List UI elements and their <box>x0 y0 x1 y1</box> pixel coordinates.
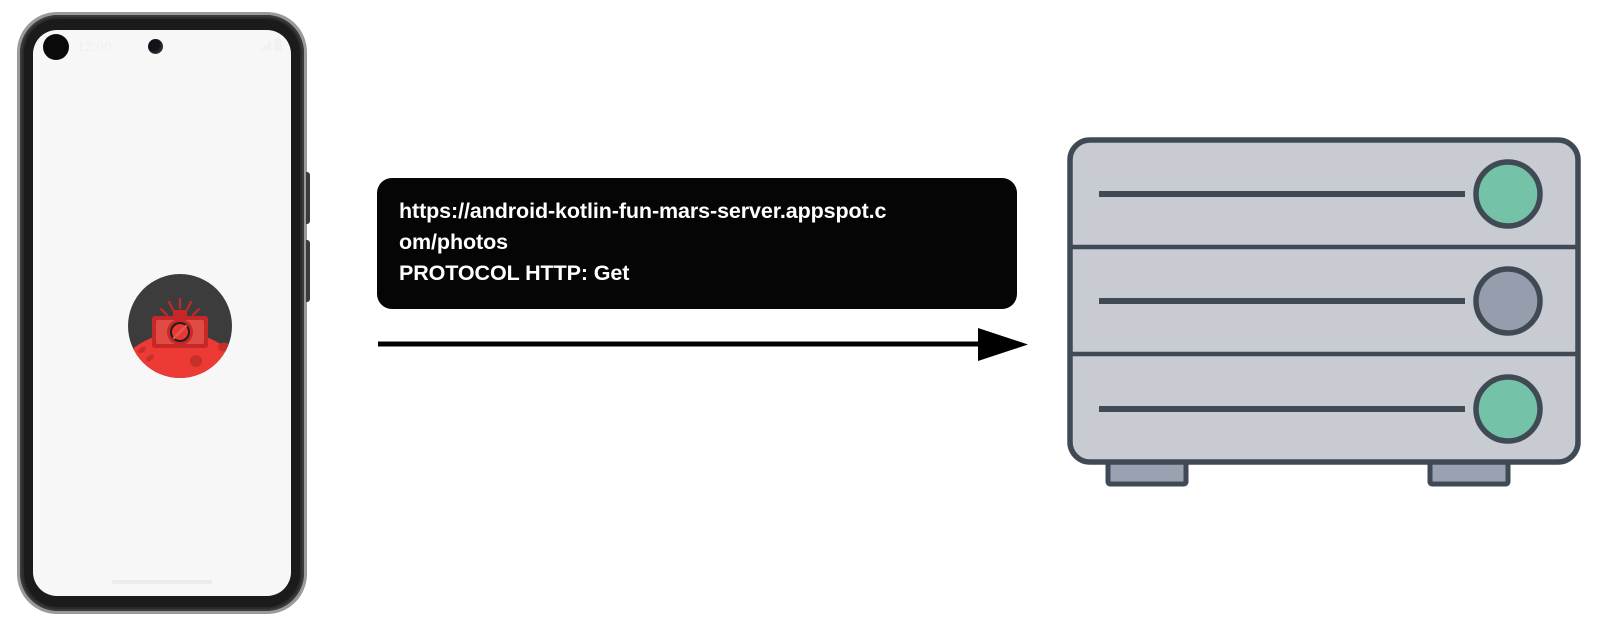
signal-bars-icon <box>260 39 271 51</box>
status-bar-icons <box>260 37 282 51</box>
volume-button[interactable] <box>306 240 310 302</box>
mars-photos-app-logo[interactable] <box>128 274 232 378</box>
home-gesture-indicator[interactable] <box>112 580 212 584</box>
android-phone-mockup: 12:00 <box>17 12 310 614</box>
web-server-illustration <box>1060 128 1588 500</box>
request-arrow <box>378 322 1028 366</box>
battery-icon <box>274 37 282 51</box>
request-url-line-2: om/photos <box>399 230 508 254</box>
phone-screen[interactable]: 12:00 <box>33 30 291 596</box>
request-url-line-1: https://android-kotlin-fun-mars-server.a… <box>399 199 887 223</box>
request-protocol-line: PROTOCOL HTTP: Get <box>399 261 630 285</box>
power-button[interactable] <box>306 172 310 224</box>
status-bar-clock: 12:00 <box>77 39 113 54</box>
request-url-tooltip: https://android-kotlin-fun-mars-server.a… <box>377 178 1017 309</box>
notification-dot-icon <box>43 34 69 60</box>
front-camera-icon <box>148 39 163 54</box>
status-bar: 12:00 <box>33 30 291 70</box>
